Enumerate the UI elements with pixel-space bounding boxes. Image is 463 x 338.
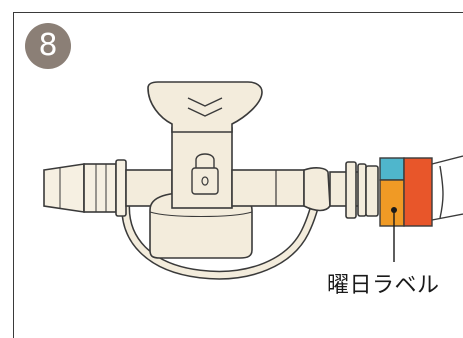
stopcock-handle (147, 81, 263, 133)
right-pipe (231, 169, 305, 207)
callout-label: 曜日ラベル (327, 273, 440, 298)
lock-icon (191, 153, 219, 195)
right-collar (303, 167, 331, 212)
step-number: 8 (38, 28, 58, 63)
double-chevron-down-icon (187, 97, 223, 117)
panel-border (13, 12, 463, 338)
right-tubing (431, 155, 463, 221)
left-luer-connector (43, 159, 127, 217)
step-number-badge: 8 (25, 23, 71, 69)
day-label-band (379, 157, 433, 227)
